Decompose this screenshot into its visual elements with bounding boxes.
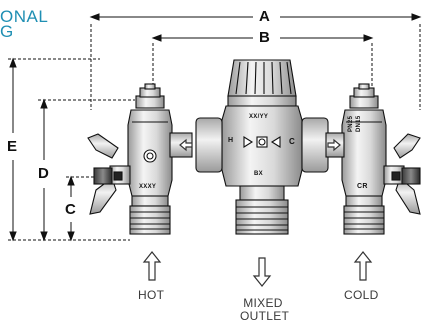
- hot-inlet-valve: [87, 83, 193, 235]
- title-line-2: G: [0, 22, 14, 41]
- cold-inlet-arrow-icon: [353, 251, 373, 281]
- hot-inlet-arrow-icon: [142, 251, 162, 281]
- dimension-a-label: A: [259, 8, 270, 25]
- hot-body-marking: XXXY: [139, 184, 157, 190]
- mixed-outlet-label: MIXED OUTLET: [240, 296, 290, 323]
- size-rating-marking: DN15: [356, 115, 362, 132]
- pressure-rating-marking: PN25: [348, 115, 354, 132]
- dimension-c-label: C: [65, 201, 76, 218]
- mixer-lower-marking: BX: [254, 171, 263, 177]
- mixed-outlet-line-1: MIXED: [243, 296, 283, 310]
- hot-port-label: HOT: [138, 288, 165, 302]
- dimension-d-label: D: [38, 165, 49, 182]
- hot-flow-arrow-icon: [179, 138, 193, 152]
- dimension-e-label: E: [7, 138, 18, 155]
- cold-body-marking: CR: [357, 183, 368, 190]
- dimension-lines: [8, 13, 422, 242]
- cold-flow-arrow-icon: [327, 138, 341, 152]
- mixed-outlet-line-2: OUTLET: [240, 309, 290, 323]
- cap-code-marking: XX/YY: [249, 114, 269, 120]
- mixer-cold-marking: C: [289, 137, 296, 146]
- diagram-title: ONAL G: [0, 7, 49, 41]
- mixer-hot-marking: H: [228, 137, 234, 144]
- cold-port-label: COLD: [344, 288, 379, 302]
- flow-arrows: [142, 138, 373, 287]
- title-line-1: ONAL: [0, 7, 49, 26]
- mixed-outlet-arrow-icon: [252, 257, 272, 287]
- cold-inlet-valve: [325, 83, 421, 235]
- dimension-b-label: B: [259, 29, 270, 46]
- thermostatic-mixing-valve: [195, 59, 329, 235]
